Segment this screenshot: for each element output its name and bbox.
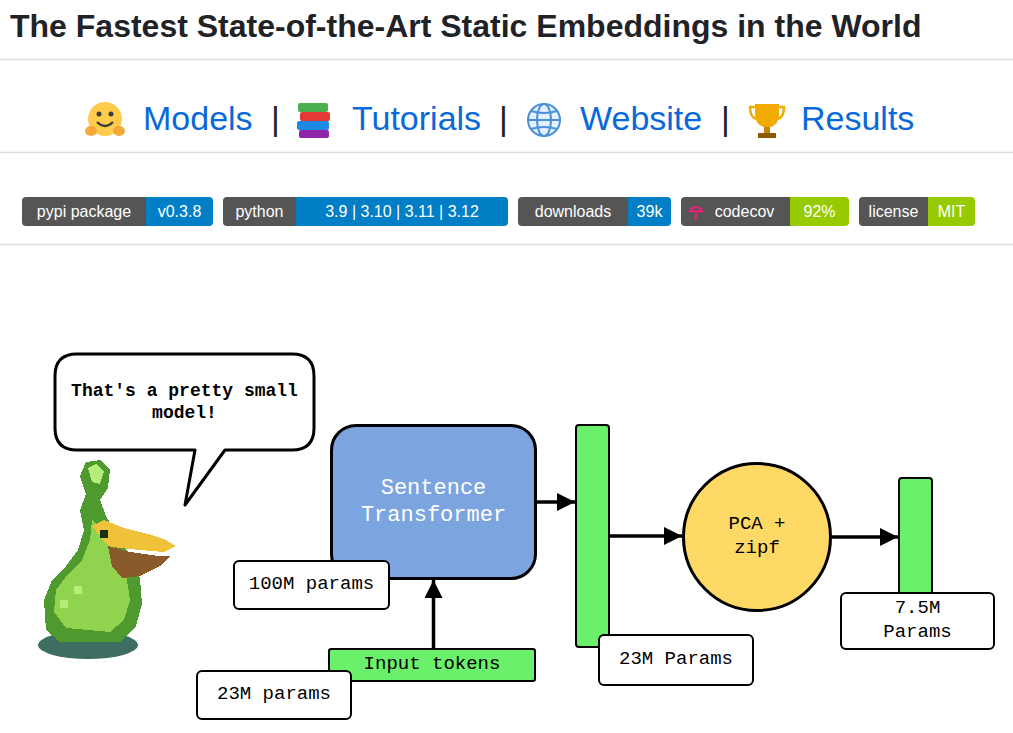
badge-text: 39k <box>637 203 663 221</box>
arrow-connector <box>832 535 898 539</box>
badge-segment: 92% <box>790 197 849 226</box>
badge-segment: downloads <box>518 197 628 226</box>
node-text: PCA + zipf <box>713 513 800 561</box>
badge-segment: license <box>859 197 928 226</box>
param-box: 23M params <box>196 670 352 720</box>
badge-segment: pypi package <box>22 197 146 226</box>
badge-text: v0.3.8 <box>158 203 202 221</box>
page-title: The Fastest State-of-the-Art Static Embe… <box>10 8 921 45</box>
nav-link: Models <box>143 98 253 138</box>
node-text: 7.5M Params <box>856 597 980 645</box>
node-text: 100M params <box>249 573 374 597</box>
badge-text: pypi package <box>37 203 131 221</box>
badge-text: 92% <box>803 203 835 221</box>
nav-separator: | <box>499 98 508 138</box>
node-text: 23M Params <box>619 648 733 672</box>
badge-text: license <box>869 203 919 221</box>
badge-segment: 3.9 | 3.10 | 3.11 | 3.12 <box>296 197 508 226</box>
globe-icon <box>528 104 560 136</box>
codecov-icon <box>687 202 705 220</box>
hug-icon <box>85 102 125 136</box>
node-text: Sentence Transformer <box>339 475 528 530</box>
nav-separator: | <box>721 98 730 138</box>
node-text: Input tokens <box>364 653 501 677</box>
rule <box>0 59 1013 61</box>
model-box: Sentence Transformer <box>330 424 537 580</box>
badge-text: python <box>235 203 283 221</box>
bubble-outline <box>53 352 316 452</box>
badge-text: MIT <box>938 203 966 221</box>
badge-segment: python <box>223 197 296 226</box>
badge-segment: v0.3.8 <box>146 197 213 226</box>
rules <box>0 60 1013 245</box>
param-label-box: 7.5M Params <box>840 592 995 650</box>
param-box: 100M params <box>233 560 390 610</box>
embedding-bar: 7.5M Params <box>898 477 933 600</box>
nav-link: Website <box>580 98 702 138</box>
badge-segment: MIT <box>928 197 975 226</box>
badge-segment: codecov <box>681 197 790 226</box>
arrow-connector <box>432 580 436 648</box>
badge-segment: 39k <box>628 197 671 226</box>
nav-separator: | <box>271 98 280 138</box>
arrow-connector <box>537 500 575 504</box>
badge-text: codecov <box>715 203 775 221</box>
speech-bubble: That's a pretty small model! <box>53 352 316 452</box>
duck-illustration <box>38 460 176 659</box>
trophy-icon <box>750 104 784 138</box>
rule <box>0 244 1013 246</box>
badge-text: 3.9 | 3.10 | 3.11 | 3.12 <box>325 203 479 221</box>
node-text: 23M params <box>217 683 331 707</box>
param-label-box: 23M Params <box>598 634 754 686</box>
input-bar: Input tokens <box>328 648 536 682</box>
arrow-connector <box>610 534 682 538</box>
node-text: That's a pretty small model! <box>62 380 307 425</box>
books-icon <box>297 103 330 138</box>
nav-link: Tutorials <box>352 98 481 138</box>
rule <box>0 152 1013 154</box>
process-circle: PCA + zipf <box>682 462 832 612</box>
nav-link: Results <box>801 98 914 138</box>
badge-text: downloads <box>535 203 612 221</box>
embedding-bar: 23M Params <box>575 424 610 648</box>
